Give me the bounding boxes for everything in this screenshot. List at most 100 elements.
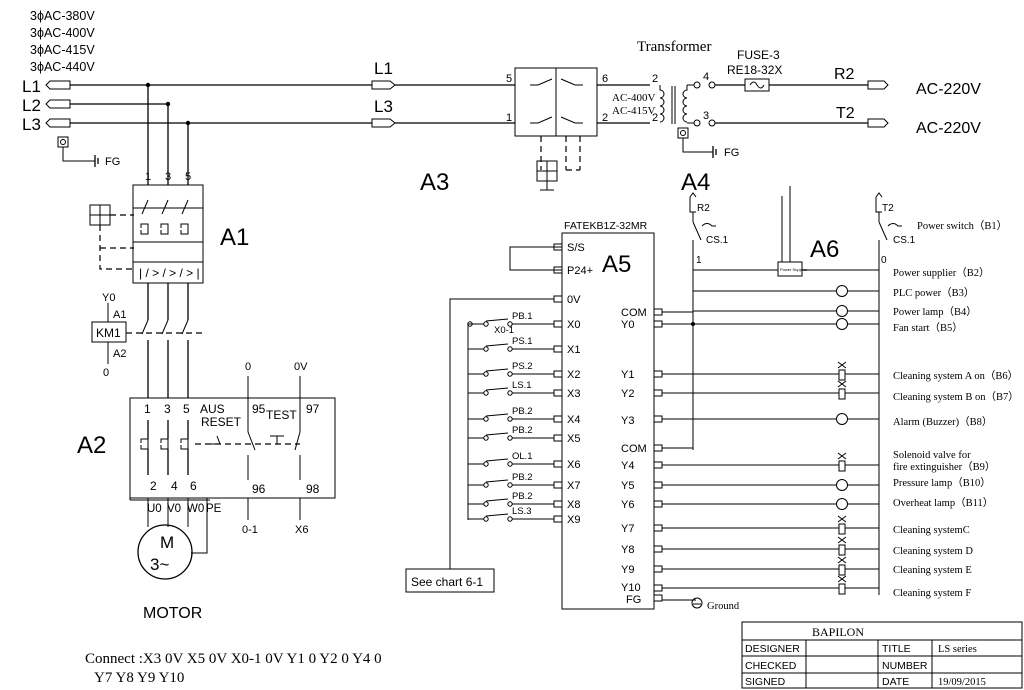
phase-l2-label: L2 xyxy=(22,96,41,115)
load-b9-b: fire extinguisher（B9） xyxy=(893,461,995,473)
load-b3: PLC power（B3） xyxy=(893,287,974,299)
output-t2: T2 xyxy=(836,105,855,122)
cs-switches: R2 CS.1 1 T2 CS.1 0 xyxy=(689,192,916,270)
input-device-label-0: PB.1 xyxy=(512,311,533,322)
fg-ground-left: FG xyxy=(57,136,120,168)
load-b9-a: Solenoid valve for xyxy=(893,450,971,461)
ol-test: TEST xyxy=(266,408,297,422)
input-device-label-2: PS.2 xyxy=(512,361,533,372)
motor-symbol-3: 3~ xyxy=(150,555,169,574)
ol-t5: 5 xyxy=(183,402,190,416)
plc-y5: Y5 xyxy=(621,480,634,492)
load-b11: Overheat lamp（B11） xyxy=(893,497,993,509)
plc-out-stub-1 xyxy=(653,320,663,328)
area-a5-label: A5 xyxy=(602,251,631,278)
phase-l3-label: L3 xyxy=(22,115,41,134)
plc-out-stub-11 xyxy=(653,565,663,573)
psu-label: Power Supplier xyxy=(780,267,808,272)
load-b2: Power supplier（B2） xyxy=(893,267,990,279)
motor-label: MOTOR xyxy=(143,605,202,622)
plc-out-stub-13 xyxy=(653,594,663,602)
tb-number-key: NUMBER xyxy=(882,660,928,672)
area-a1-label: A1 xyxy=(220,224,249,251)
voltage-3: 3ϕAC-415V xyxy=(30,43,95,57)
load-b8: Alarm (Buzzer)（B8） xyxy=(893,416,992,428)
plc-stub-x9 xyxy=(553,515,563,523)
plc-ss: S/S xyxy=(567,242,585,254)
tb-title-value: LS series xyxy=(938,644,977,655)
ol-b2: 2 xyxy=(150,479,157,493)
ol-bot-01: 0-1 xyxy=(242,524,258,536)
plc-out-stub-6 xyxy=(653,461,663,469)
load-d: Cleaning system D xyxy=(893,546,973,557)
breaker-t1: 1 xyxy=(145,171,151,183)
plc-com-2: COM xyxy=(621,443,647,455)
motor-u0: U0 xyxy=(147,503,162,515)
load-c: Cleaning systemC xyxy=(893,525,970,536)
motor-symbol-m: M xyxy=(160,533,174,552)
lamp-b5 xyxy=(836,318,848,330)
secondary-outputs xyxy=(708,78,889,128)
valve-b7 xyxy=(837,380,847,400)
plc-com-1: COM xyxy=(621,307,647,319)
input-contact-x0: PB.1 xyxy=(468,311,554,327)
load-b10: Pressure lamp（B10） xyxy=(893,477,991,489)
input-device-label-7: PB.2 xyxy=(512,472,533,483)
plc-y8: Y8 xyxy=(621,544,634,556)
title-block: BAPILON DESIGNER CHECKED SIGNED TITLE NU… xyxy=(741,621,1023,689)
plc-out-stub-0 xyxy=(653,308,663,316)
line-l3-label: L3 xyxy=(374,97,393,116)
valve-f xyxy=(837,575,847,595)
load-b4: Power lamp（B4） xyxy=(893,306,977,318)
plc-in-x3: X3 xyxy=(567,388,580,400)
input-device-label-x0-1: X0-1 xyxy=(494,325,514,336)
breaker-t3: 3 xyxy=(165,171,171,183)
input-contact-x7: PB.2 xyxy=(468,472,554,488)
plc-stub-x1 xyxy=(553,345,563,353)
svg-text:| / > / > / > |: | / > / > / > | xyxy=(139,266,200,280)
voltage-list: 3ϕAC-380V 3ϕAC-400V 3ϕAC-415V 3ϕAC-440V xyxy=(30,9,95,74)
breaker-t5: 5 xyxy=(185,171,191,183)
ol-97: 97 xyxy=(306,402,320,416)
plc-out-stub-5 xyxy=(653,444,663,452)
plc-in-x1: X1 xyxy=(567,344,580,356)
fg-left-label: FG xyxy=(105,156,120,168)
tr-t5: 5 xyxy=(506,73,512,85)
voltage-1: 3ϕAC-380V xyxy=(30,9,95,23)
km-top-label: Y0 xyxy=(102,292,115,304)
plc-stub-x8 xyxy=(553,500,563,508)
plc-in-x2: X2 xyxy=(567,369,580,381)
input-contact-x6: OL.1 xyxy=(468,451,554,467)
plc-in-x9: X9 xyxy=(567,514,580,526)
plc-y1: Y1 xyxy=(621,369,634,381)
plc-y10: Y10 xyxy=(621,582,641,594)
input-contact-x2: PS.2 xyxy=(468,361,554,377)
power-supplier: Power Supplier xyxy=(693,186,879,277)
ol-t1: 1 xyxy=(144,402,151,416)
cs-right-n: 0 xyxy=(881,255,887,266)
lamp-b11 xyxy=(836,498,848,510)
tb-date-value: 19/09/2015 xyxy=(938,677,986,688)
tr-t6: 6 xyxy=(602,73,608,85)
input-device-label-9: LS.3 xyxy=(512,506,532,517)
plc-stub-x0 xyxy=(553,320,563,328)
cs-left-n: 1 xyxy=(696,255,702,266)
area-a3-label: A3 xyxy=(420,169,449,196)
plc-stub-x2 xyxy=(553,370,563,378)
plc-in-x6: X6 xyxy=(567,459,580,471)
motor-w0: W0 xyxy=(187,503,204,515)
input-contact-x9: LS.3 xyxy=(468,506,554,522)
load-e: Cleaning system E xyxy=(893,565,972,576)
tb-checked: CHECKED xyxy=(745,660,797,672)
ol-b6: 6 xyxy=(190,479,197,493)
plc-out-stub-9 xyxy=(653,524,663,532)
tr-t1: 1 xyxy=(506,112,512,124)
plc-y9: Y9 xyxy=(621,564,634,576)
plc-fg: FG xyxy=(626,594,641,606)
km-a1-label: A1 xyxy=(113,309,126,321)
plc-stub-x3 xyxy=(553,389,563,397)
area-a6-label: A6 xyxy=(810,236,839,263)
fuse-name: FUSE-3 xyxy=(737,48,780,62)
fuse-part: RE18-32X xyxy=(727,63,782,77)
